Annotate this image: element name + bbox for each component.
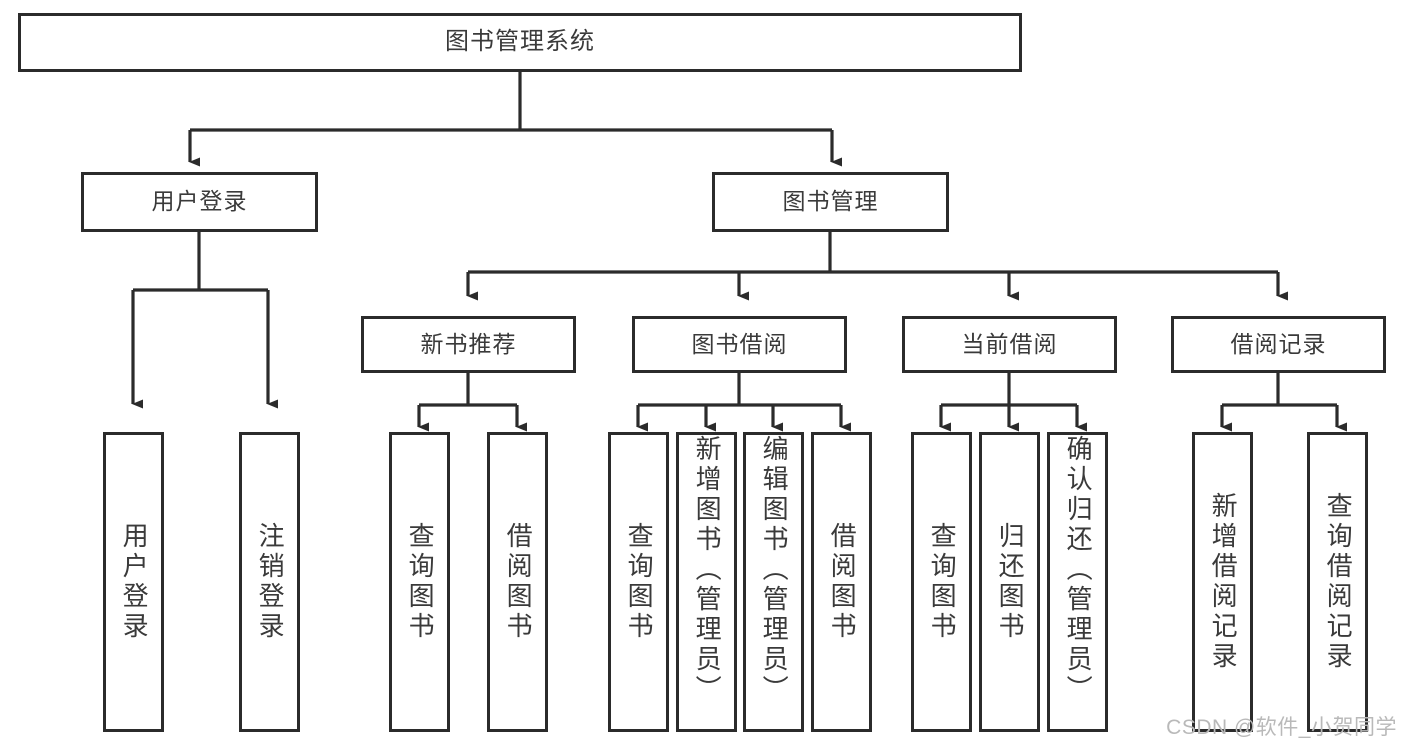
node-label: 注销登录	[255, 522, 286, 642]
node-label: 当前借阅	[961, 330, 1058, 357]
node-borrowing-record[interactable]: 借阅记录	[1171, 316, 1386, 373]
node-new-book-recommendation[interactable]: 新书推荐	[361, 316, 576, 373]
node-label: 查询图书	[927, 522, 958, 642]
leaf-return-book[interactable]: 归还图书	[979, 432, 1040, 732]
leaf-query-book-recommend[interactable]: 查询图书	[389, 432, 450, 732]
leaf-add-borrow-record[interactable]: 新增借阅记录	[1192, 432, 1253, 732]
csdn-watermark: CSDN @软件_小贺同学	[1166, 716, 1397, 739]
leaf-confirm-return-admin[interactable]: 确认归还（管理员）	[1047, 432, 1108, 732]
leaf-query-book-borrow[interactable]: 查询图书	[608, 432, 669, 732]
node-label: 查询借阅记录	[1323, 492, 1354, 672]
node-label: 用户登录	[119, 522, 150, 642]
node-label: 新书推荐	[420, 330, 517, 357]
leaf-query-book-current[interactable]: 查询图书	[911, 432, 972, 732]
node-label: 查询图书	[405, 522, 436, 642]
node-book-management[interactable]: 图书管理	[712, 172, 949, 232]
node-root-book-management-system[interactable]: 图书管理系统	[18, 13, 1022, 72]
node-label: 编辑图书（管理员）	[759, 435, 790, 705]
node-book-borrowing[interactable]: 图书借阅	[632, 316, 847, 373]
node-label: 借阅图书	[827, 522, 858, 642]
leaf-query-borrow-record[interactable]: 查询借阅记录	[1307, 432, 1368, 732]
node-label: 查询图书	[624, 522, 655, 642]
leaf-edit-book-admin[interactable]: 编辑图书（管理员）	[743, 432, 804, 732]
node-label: 图书借阅	[691, 330, 788, 357]
node-label: 图书管理系统	[445, 28, 595, 56]
node-label: 新增图书（管理员）	[692, 435, 723, 705]
leaf-borrow-book-borrow[interactable]: 借阅图书	[811, 432, 872, 732]
node-label: 借阅图书	[503, 522, 534, 642]
node-label: 用户登录	[151, 188, 248, 215]
leaf-borrow-book-recommend[interactable]: 借阅图书	[487, 432, 548, 732]
node-label: 借阅记录	[1230, 330, 1327, 357]
node-label: 新增借阅记录	[1208, 492, 1239, 672]
leaf-add-book-admin[interactable]: 新增图书（管理员）	[676, 432, 737, 732]
leaf-logout-login[interactable]: 注销登录	[239, 432, 300, 732]
node-label: 图书管理	[782, 188, 879, 215]
node-user-login[interactable]: 用户登录	[81, 172, 318, 232]
node-label: 归还图书	[995, 522, 1026, 642]
node-label: 确认归还（管理员）	[1063, 435, 1094, 705]
node-current-borrowing[interactable]: 当前借阅	[902, 316, 1117, 373]
leaf-user-login[interactable]: 用户登录	[103, 432, 164, 732]
